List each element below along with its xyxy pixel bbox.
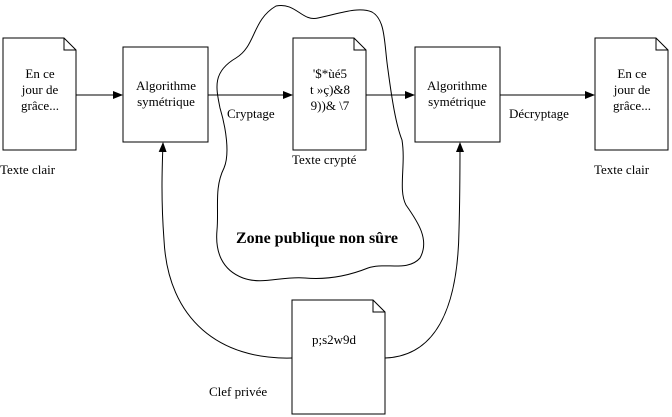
edge-label-encrypt: Cryptage: [227, 106, 275, 121]
arrow-key-to-algo-right: [384, 142, 464, 359]
caption-plaintext-left: Texte clair: [0, 162, 56, 177]
document-crypted: [292, 37, 367, 151]
plaintext-left-content: En ce jour de grâce...: [21, 66, 59, 113]
caption-private-key: Clef privée: [209, 384, 268, 399]
edge-label-decrypt: Décryptage: [509, 106, 569, 121]
plaintext-right-content: En ce jour de grâce...: [613, 66, 651, 113]
document-private-key: [291, 299, 386, 415]
document-plaintext-left: [2, 37, 77, 151]
caption-crypted: Texte crypté: [292, 152, 357, 167]
public-zone-cloud: [216, 5, 425, 282]
algorithm-left-label: Algorithme symétrique: [136, 78, 196, 109]
algorithm-right-label: Algorithme symétrique: [427, 78, 487, 109]
public-zone-label: Zone publique non sûre: [236, 230, 398, 247]
crypted-content: '$*ùé5 t »ç)&8 9))& \7: [309, 66, 351, 113]
document-plaintext-right: [594, 37, 669, 151]
caption-plaintext-right: Texte clair: [594, 162, 650, 177]
algorithm-box-right: [414, 46, 501, 143]
private-key-content: p;s2w9d: [311, 332, 357, 347]
arrow-key-to-algo-left: [158, 142, 293, 359]
algorithm-box-left: [122, 46, 209, 143]
